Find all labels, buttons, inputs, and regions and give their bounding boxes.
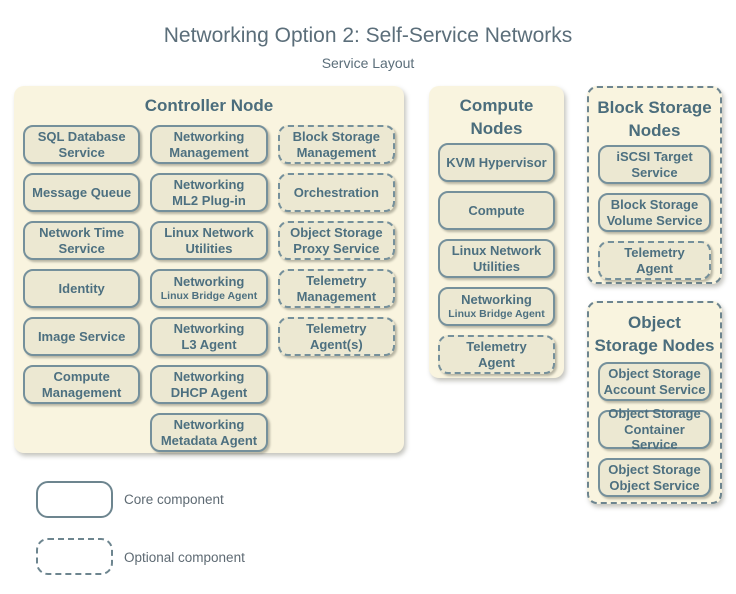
component-object-storage-account-service: Object Storage Account Service (598, 362, 711, 401)
controller-columns: SQL Database Service Message Queue Netwo… (23, 125, 395, 452)
component-telemetry-management: Telemetry Management (277, 269, 395, 308)
object-storage-nodes-group: Object Storage Nodes Object Storage Acco… (587, 301, 722, 504)
component-network-time-service: Network Time Service (23, 221, 141, 260)
component-compute-management: Compute Management (23, 365, 141, 404)
component-telemetry-agent: Telemetry Agent (598, 241, 711, 280)
component-telemetry-agents: Telemetry Agent(s) (277, 317, 395, 356)
component-identity: Identity (23, 269, 141, 308)
component-object-storage-object-service: Object Storage Object Service (598, 458, 711, 497)
component-block-storage-volume-service: Block Storage Volume Service (598, 193, 711, 232)
component-kvm-hypervisor: KVM Hypervisor (438, 143, 555, 182)
legend-optional-label: Optional component (124, 550, 245, 565)
controller-column-2: Networking Management Networking ML2 Plu… (150, 125, 268, 452)
controller-column-1: SQL Database Service Message Queue Netwo… (23, 125, 141, 452)
compute-components: KVM Hypervisor Compute Linux Network Uti… (438, 143, 555, 374)
component-image-service: Image Service (23, 317, 141, 356)
legend-optional-swatch (36, 538, 113, 575)
component-networking-linux-bridge-agent: Networking Linux Bridge Agent (438, 287, 555, 326)
controller-column-3: Block Storage Management Orchestration O… (277, 125, 395, 452)
legend-core-label: Core component (124, 492, 224, 507)
component-networking-management: Networking Management (150, 125, 268, 164)
component-linux-network-utilities: Linux Network Utilities (438, 239, 555, 278)
block-storage-nodes-group: Block Storage Nodes iSCSI Target Service… (587, 86, 722, 284)
component-object-storage-container-service: Object Storage Container Service (598, 406, 711, 452)
diagram-subtitle: Service Layout (321, 55, 415, 71)
component-networking-linux-bridge-agent: Networking Linux Bridge Agent (150, 269, 268, 308)
component-orchestration: Orchestration (277, 173, 395, 212)
component-telemetry-agent: Telemetry Agent (438, 335, 555, 374)
block-storage-nodes-title: Block Storage Nodes (597, 98, 712, 140)
component-object-storage-proxy-service: Object Storage Proxy Service (277, 221, 395, 260)
diagram-title: Networking Option 2: Self-Service Networ… (163, 24, 573, 47)
component-compute: Compute (438, 191, 555, 230)
component-label-main: Networking (461, 292, 532, 308)
legend-core-swatch (36, 481, 113, 518)
component-networking-dhcp-agent: Networking DHCP Agent (150, 365, 268, 404)
compute-nodes-title: Compute Nodes (459, 96, 534, 138)
controller-node-title: Controller Node (144, 96, 274, 115)
component-linux-network-utilities: Linux Network Utilities (150, 221, 268, 260)
component-label-main: Networking (173, 274, 245, 290)
block-storage-components: iSCSI Target Service Block Storage Volum… (598, 145, 711, 280)
component-message-queue: Message Queue (23, 173, 141, 212)
component-iscsi-target-service: iSCSI Target Service (598, 145, 711, 184)
controller-node-group: Controller Node SQL Database Service Mes… (14, 86, 404, 453)
component-label-sub: Linux Bridge Agent (448, 307, 545, 320)
object-storage-components: Object Storage Account Service Object St… (598, 362, 711, 497)
component-label-sub: Linux Bridge Agent (160, 289, 258, 302)
object-storage-nodes-title: Object Storage Nodes (594, 313, 715, 355)
compute-nodes-group: Compute Nodes KVM Hypervisor Compute Lin… (429, 86, 564, 378)
component-networking-ml2-plugin: Networking ML2 Plug-in (150, 173, 268, 212)
component-networking-l3-agent: Networking L3 Agent (150, 317, 268, 356)
component-sql-database-service: SQL Database Service (23, 125, 141, 164)
component-networking-metadata-agent: Networking Metadata Agent (150, 413, 268, 452)
component-block-storage-management: Block Storage Management (277, 125, 395, 164)
